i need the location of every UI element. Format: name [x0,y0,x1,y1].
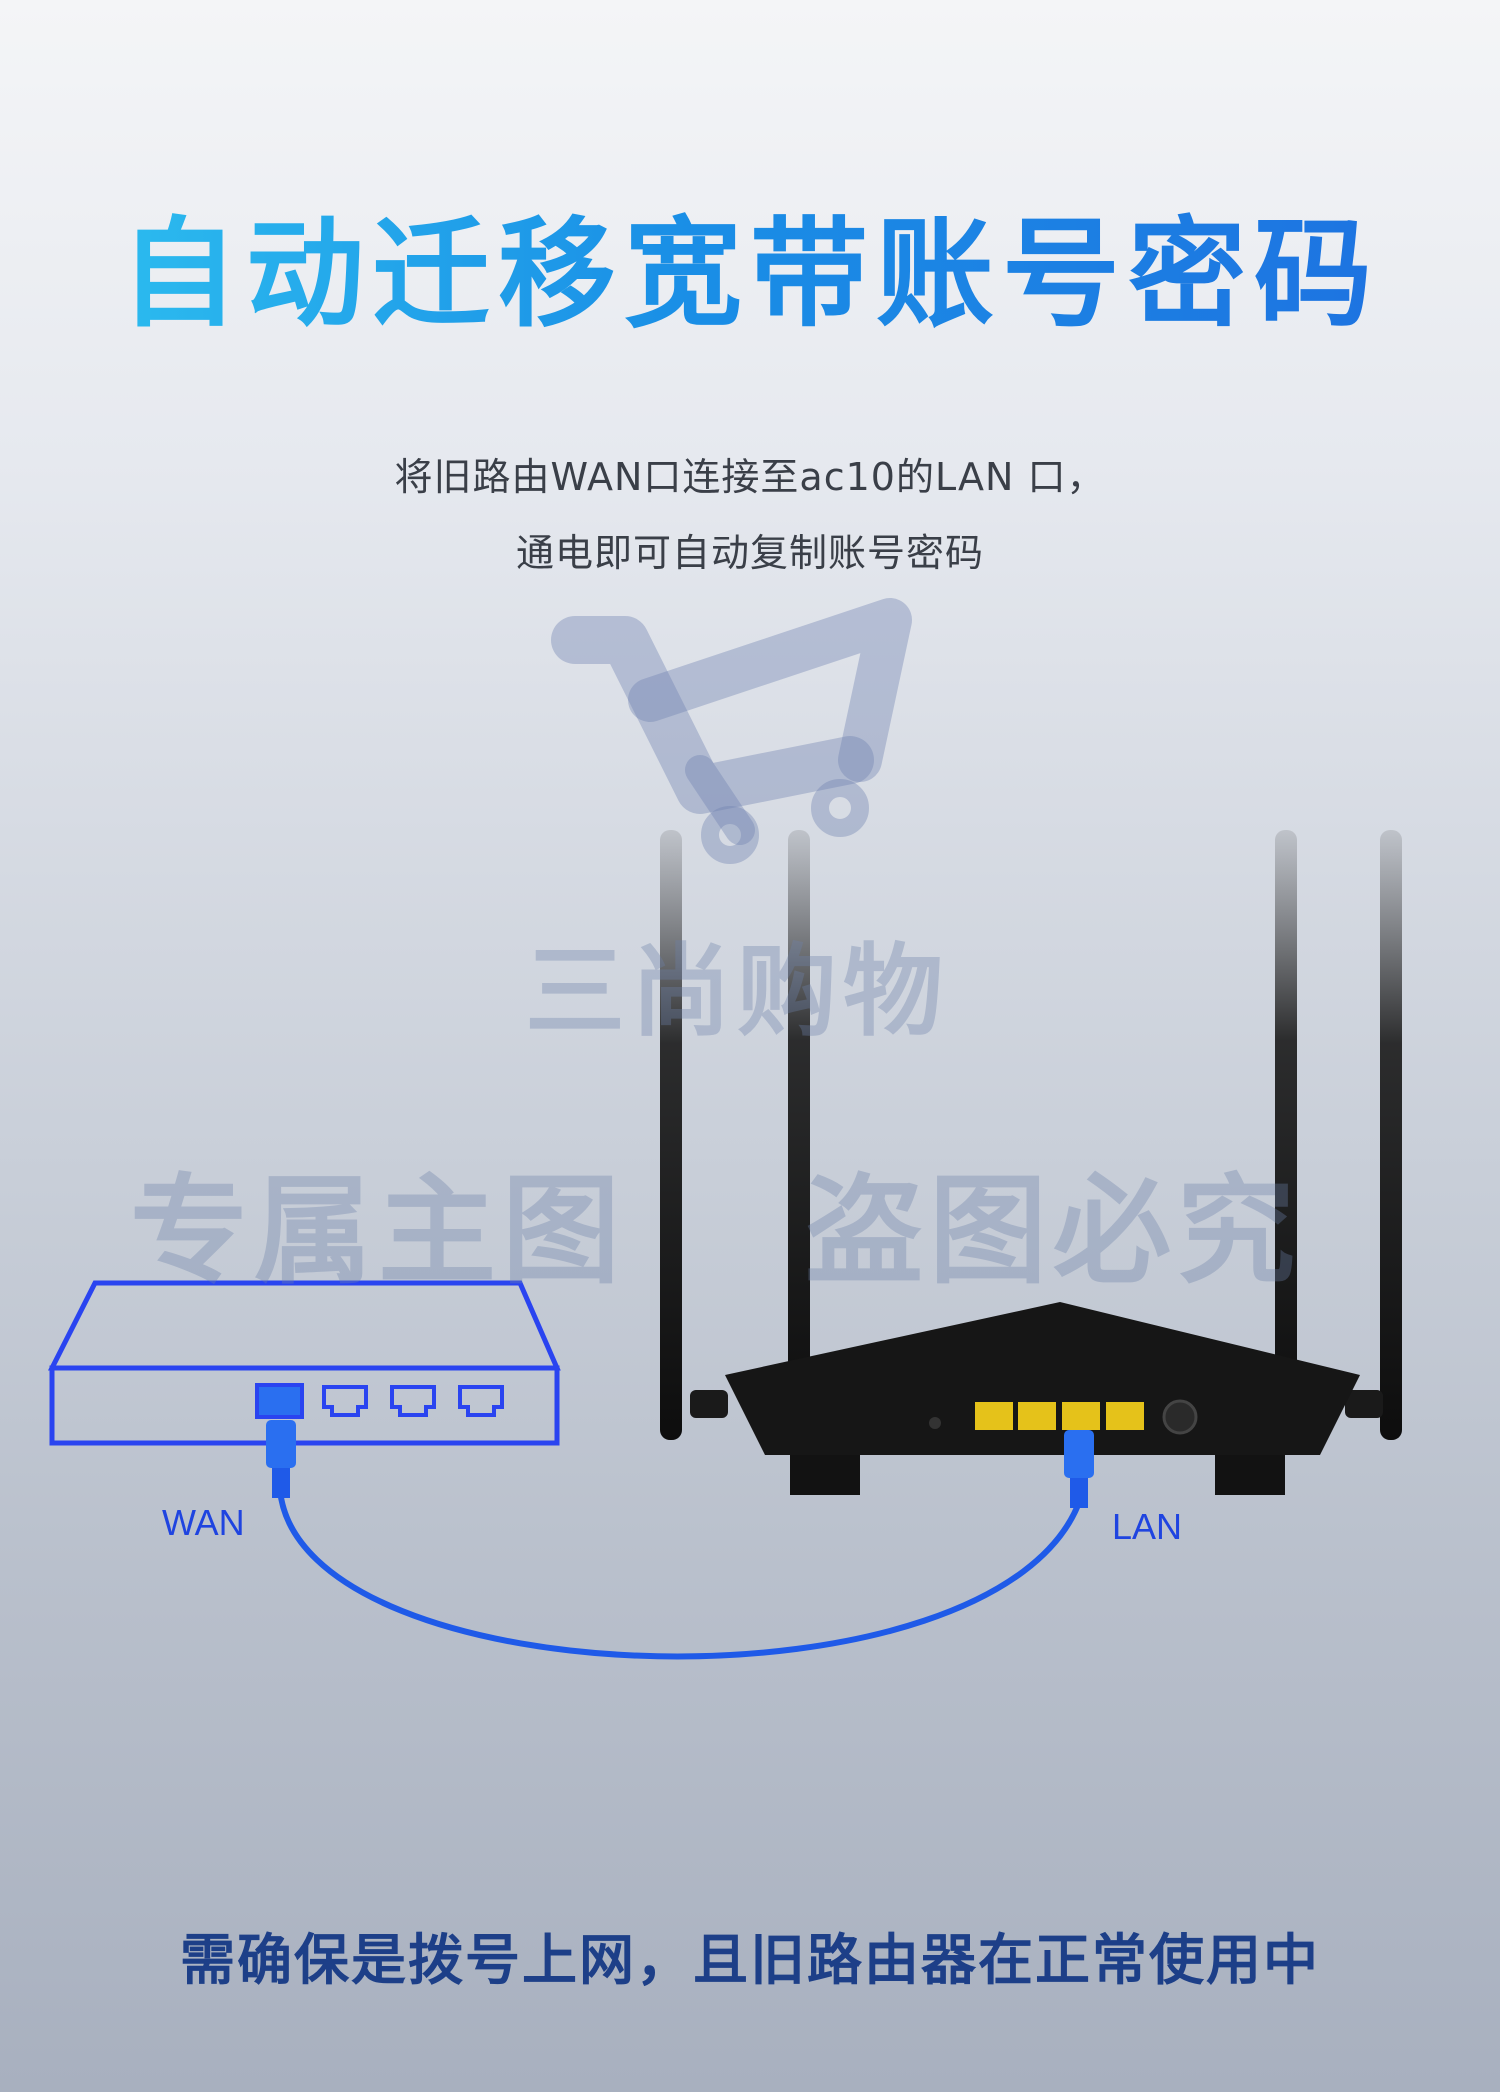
old-router-illustration [47,1100,561,1446]
wan-port-label: WAN [162,1502,245,1543]
brand-watermark: 三尚购物 [525,933,949,1050]
copyright-watermark-right: 盗图必究 [805,1162,1302,1300]
page-title: 自动迁移宽带账号密码 [0,178,1500,349]
cart-watermark-icon [551,598,912,864]
ac10-ports [929,1399,1198,1435]
old-router-ports [255,1383,504,1419]
lan-port-label: LAN [1112,1506,1183,1547]
lan-plug-icon [1064,1430,1094,1508]
ethernet-cable [277,1489,1083,1660]
wan-plug-icon [266,1420,296,1498]
footer-note: 需确保是拨号上网，且旧路由器在正常使用中 [179,1928,1320,1992]
copyright-watermark-left: 专属主图 [130,1162,627,1300]
ac10-router-illustration [660,830,1402,1495]
description-line-1: 将旧路由WAN口连接至ac10的LAN 口， [394,455,1106,499]
description-line-2: 通电即可自动复制账号密码 [515,531,984,575]
